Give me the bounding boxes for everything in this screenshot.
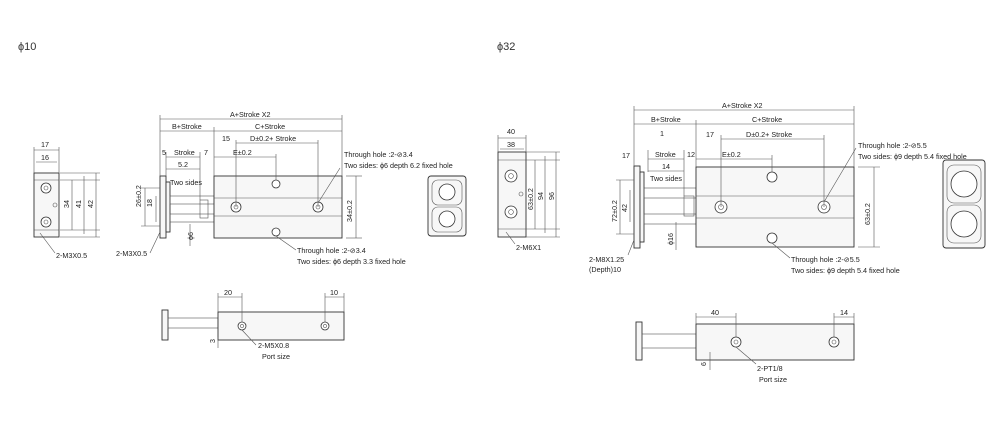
left-front-view (33, 147, 100, 254)
right-dim42: 42 (620, 204, 629, 212)
left-d-stroke: D±0.2+ Stroke (250, 134, 296, 143)
right-c-stroke: C+Stroke (752, 115, 782, 124)
left-hole-top-1: Through hole :2-⊘3.4 (344, 150, 413, 159)
right-dim72: 72±0.2 (610, 200, 619, 222)
right-bottom-dim14: 14 (840, 308, 848, 317)
left-a-stroke: A+Stroke X2 (230, 110, 271, 119)
left-hole-bot-2: Two sides: ϕ6 depth 3.3 fixed hole (297, 257, 406, 266)
right-front-w40: 40 (507, 127, 515, 136)
right-side-thread-1: 2-M8X1.25 (589, 255, 624, 264)
left-stroke: Stroke (174, 148, 195, 157)
right-title: ϕ32 (497, 41, 515, 53)
right-dim17: 17 (706, 130, 714, 139)
left-hole-bot-1: Through hole :2-⊘3.4 (297, 246, 366, 255)
left-side-thread: 2-M3X0.5 (116, 249, 147, 258)
left-dim7: 7 (204, 148, 208, 157)
left-end-view (427, 175, 467, 237)
left-dim15: 15 (222, 134, 230, 143)
left-bottom-dim10: 10 (330, 288, 338, 297)
right-a-stroke: A+Stroke X2 (722, 101, 763, 110)
right-e-dim: E±0.2 (722, 150, 741, 159)
right-side-thread-2: (Depth)10 (589, 265, 621, 274)
right-front-w38: 38 (507, 140, 515, 149)
right-bottom-port: 2-PT1/8 (757, 364, 783, 373)
right-stroke: Stroke (655, 150, 676, 159)
left-e-dim: E±0.2 (233, 148, 252, 157)
right-bottom-view (635, 313, 855, 370)
left-dim26: 26±0.2 (134, 185, 143, 207)
right-bottom-port-size: Port size (759, 375, 787, 384)
right-front-h96: 96 (547, 192, 556, 200)
left-bottom-dim3: 3 (208, 339, 217, 343)
left-side-view (141, 115, 362, 254)
left-front-w17: 17 (41, 140, 49, 149)
right-two-sides: Two sides (650, 174, 682, 183)
left-bottom-view (161, 293, 345, 348)
right-dim12: 12 (687, 150, 695, 159)
right-side-view (616, 106, 880, 259)
right-front-h63: 63±0.2 (526, 188, 535, 210)
left-front-h41: 41 (74, 200, 83, 208)
left-phi6: ϕ6 (186, 232, 195, 240)
left-dim52: 5.2 (178, 160, 188, 169)
right-bottom-dim40: 40 (711, 308, 719, 317)
right-front-view (497, 135, 560, 245)
right-hole-bot-1: Through hole :2-⊘5.5 (791, 255, 860, 264)
left-dim18: 18 (145, 199, 154, 207)
right-dim14: 14 (662, 162, 670, 171)
right-hole-top-1: Through hole :2-⊘5.5 (858, 141, 927, 150)
right-b-stroke: B+Stroke (651, 115, 681, 124)
left-front-h34: 34 (62, 200, 71, 208)
right-hole-top-2: Two sides: ϕ9 depth 5.4 fixed hole (858, 152, 967, 161)
right-hole-bot-2: Two sides: ϕ9 depth 5.4 fixed hole (791, 266, 900, 275)
left-b-stroke: B+Stroke (172, 122, 202, 131)
right-dim17b: 17 (622, 151, 630, 160)
left-front-w16: 16 (41, 153, 49, 162)
left-bottom-dim20: 20 (224, 288, 232, 297)
right-end-view (942, 159, 986, 249)
left-front-h42: 42 (86, 200, 95, 208)
left-front-thread: 2-M3X0.5 (56, 251, 87, 260)
right-d-stroke: D±0.2+ Stroke (746, 130, 792, 139)
right-phi16: ϕ16 (666, 233, 675, 245)
left-bottom-port: 2-M5X0.8 (258, 341, 289, 350)
right-bottom-dim6: 6 (699, 362, 708, 366)
left-dim34: 34±0.2 (345, 200, 354, 222)
right-dim63: 63±0.2 (863, 203, 872, 225)
left-bottom-port-size: Port size (262, 352, 290, 361)
left-title: ϕ10 (18, 41, 36, 53)
right-front-thread: 2-M6X1 (516, 243, 541, 252)
left-c-stroke: C+Stroke (255, 122, 285, 131)
left-two-sides: Two sides (170, 178, 202, 187)
right-dim1: 1 (660, 129, 664, 138)
right-front-h94: 94 (536, 192, 545, 200)
left-dim5: 5 (162, 148, 166, 157)
left-hole-top-2: Two sides: ϕ6 depth 6.2 fixed hole (344, 161, 453, 170)
